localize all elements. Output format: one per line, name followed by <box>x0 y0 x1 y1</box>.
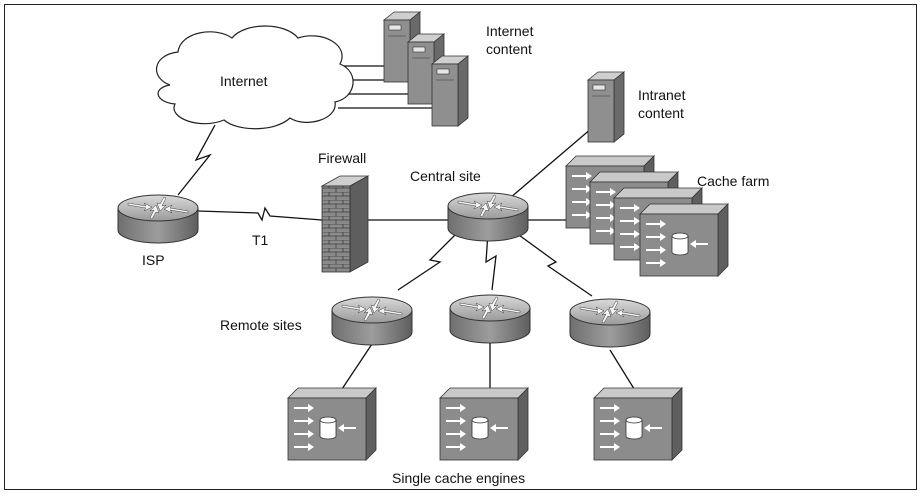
t1-label: T1 <box>252 232 269 248</box>
router-icon <box>447 192 529 242</box>
internet-label: Internet <box>220 73 268 89</box>
router-icon <box>449 294 531 344</box>
internet-content-label-line1: Internet <box>486 23 534 39</box>
intranet-content-label-line2: content <box>638 105 684 121</box>
server-icon <box>587 71 625 143</box>
link-central-intranet <box>509 127 593 199</box>
cache-engine-icon <box>593 387 683 461</box>
firewall-label: Firewall <box>318 150 366 166</box>
router-icon <box>569 298 651 348</box>
intranet-content-label-line1: Intranet <box>638 87 686 103</box>
cache-engine-icon <box>287 387 377 461</box>
single-cache-engines-label: Single cache engines <box>392 470 525 486</box>
cloud-icon <box>155 25 354 130</box>
link-internet-isp <box>177 124 216 196</box>
link-remote1-cache <box>339 343 373 393</box>
server-icon <box>383 11 469 127</box>
central-site-label: Central site <box>410 168 481 184</box>
remote-sites-label: Remote sites <box>220 317 302 333</box>
cache-farm-label: Cache farm <box>697 173 769 189</box>
link-remote3-cache <box>609 349 637 393</box>
link-central-remote1 <box>397 227 463 291</box>
link-central-remote3 <box>511 229 593 297</box>
internet-content-label-line2: content <box>486 41 532 57</box>
router-icon <box>331 296 413 346</box>
isp-label: ISP <box>142 252 165 268</box>
link-central-remote2 <box>485 231 497 291</box>
firewall-icon <box>320 175 370 273</box>
router-icon <box>117 194 199 244</box>
link-isp-firewall <box>197 206 323 222</box>
cache-engine-icon <box>439 387 529 461</box>
